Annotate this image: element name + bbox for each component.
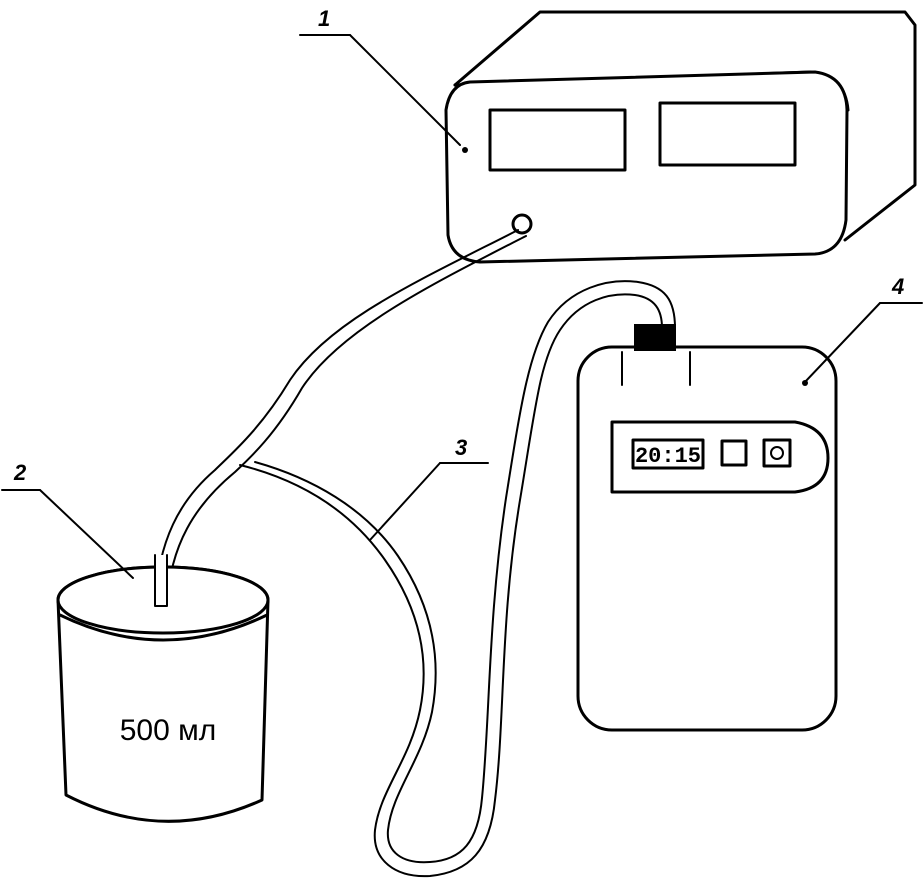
round-button-icon <box>762 438 792 468</box>
device-1-port <box>511 213 533 235</box>
svg-text:2: 2 <box>13 460 27 485</box>
svg-text:1: 1 <box>318 6 330 31</box>
container-volume-label: 500 мл <box>120 714 217 747</box>
device-4-time: 20:15 <box>635 444 701 469</box>
square-button-icon <box>720 439 748 467</box>
label-1: 1 <box>299 6 461 146</box>
svg-text:4: 4 <box>891 274 904 299</box>
svg-text:3: 3 <box>455 435 467 460</box>
device-4-connector <box>634 324 676 351</box>
label-3: 3 <box>369 435 489 541</box>
device-1 <box>444 10 917 264</box>
tube-3 <box>239 280 676 878</box>
tube-supply <box>154 229 527 606</box>
device-4-display <box>631 438 705 470</box>
container-2: 500 мл <box>56 554 270 823</box>
device-1-right-window <box>658 101 797 167</box>
label-2: 2 <box>1 460 134 579</box>
device-4: 20:15 <box>576 324 838 732</box>
device-1-left-window <box>488 108 627 172</box>
label-4: 4 <box>804 274 923 383</box>
